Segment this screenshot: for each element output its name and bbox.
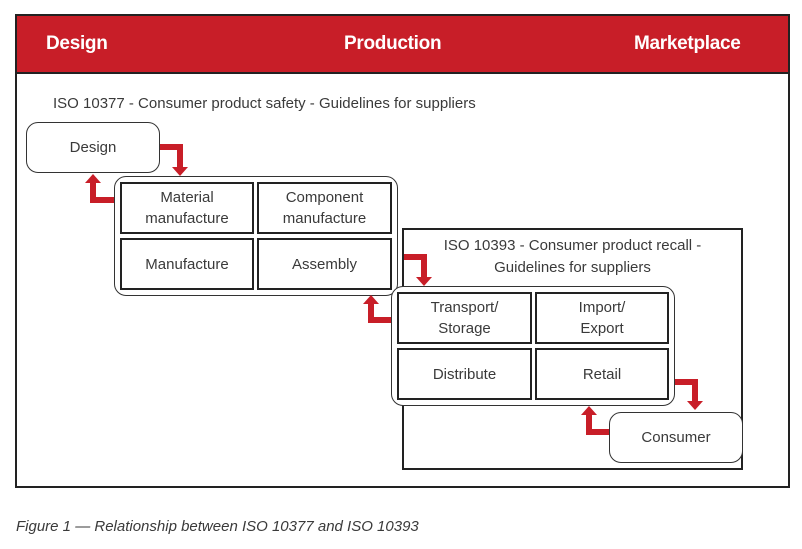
cell-text-line1: Import/ (578, 299, 626, 316)
cell-transport-storage: Transport/Storage (397, 292, 532, 344)
cell-component-manufacture: Component manufacture (257, 182, 392, 234)
arrowhead-down (416, 277, 432, 286)
cell-distribute: Distribute (397, 348, 532, 400)
iso10393-title-line1: ISO 10393 - Consumer product recall - (443, 237, 702, 254)
iso10377-title: ISO 10377 - Consumer product safety - Gu… (53, 95, 476, 112)
figure-caption: Figure 1 — Relationship between ISO 1037… (16, 518, 419, 535)
arrowhead-up (85, 174, 101, 183)
cell-text-line1: Retail (582, 365, 622, 383)
cell-text-line1: Assembly (291, 255, 358, 273)
arrow-production-to-marketplace (404, 254, 427, 278)
arrow-marketplace-to-consumer (675, 379, 698, 402)
consumer-node-label: Consumer (641, 429, 711, 446)
figure-frame: Design Production Marketplace (15, 14, 790, 488)
arrow-marketplace-to-production (368, 303, 391, 323)
phase-design-label: Design (46, 33, 108, 54)
cell-text-line2: Storage (438, 320, 491, 337)
cell-text-line1: Distribute (432, 365, 497, 383)
phase-marketplace-label: Marketplace (634, 33, 741, 54)
cell-text-line2: manufacture (145, 210, 229, 227)
arrowhead-down (172, 167, 188, 176)
cell-assembly: Assembly (257, 238, 392, 290)
cell-text-line1: Transport/ (430, 299, 499, 316)
arrowhead-down (687, 401, 703, 410)
cell-import-export: Import/Export (535, 292, 669, 344)
design-node-label: Design (69, 139, 117, 156)
cell-text-line2: Export (580, 320, 624, 337)
arrow-design-to-production (160, 144, 183, 168)
design-node: Design (26, 122, 160, 173)
iso10393-title-line2: Guidelines for suppliers (494, 259, 651, 276)
cell-text-line1: Manufacture (145, 255, 229, 273)
arrow-production-to-design (90, 182, 114, 203)
cell-material-manufacture: Material manufacture (120, 182, 254, 234)
cell-text-line2: manufacture (282, 210, 367, 227)
arrowhead-up (581, 406, 597, 415)
cell-manufacture: Manufacture (120, 238, 254, 290)
phase-header: Design Production Marketplace (17, 16, 788, 74)
cell-text-line1: Material (160, 189, 214, 206)
phase-production-label: Production (344, 33, 442, 54)
arrowhead-up (363, 295, 379, 304)
consumer-node: Consumer (609, 412, 743, 463)
cell-retail: Retail (535, 348, 669, 400)
arrow-consumer-to-marketplace (586, 414, 609, 435)
cell-text-line1: Component (285, 189, 364, 206)
